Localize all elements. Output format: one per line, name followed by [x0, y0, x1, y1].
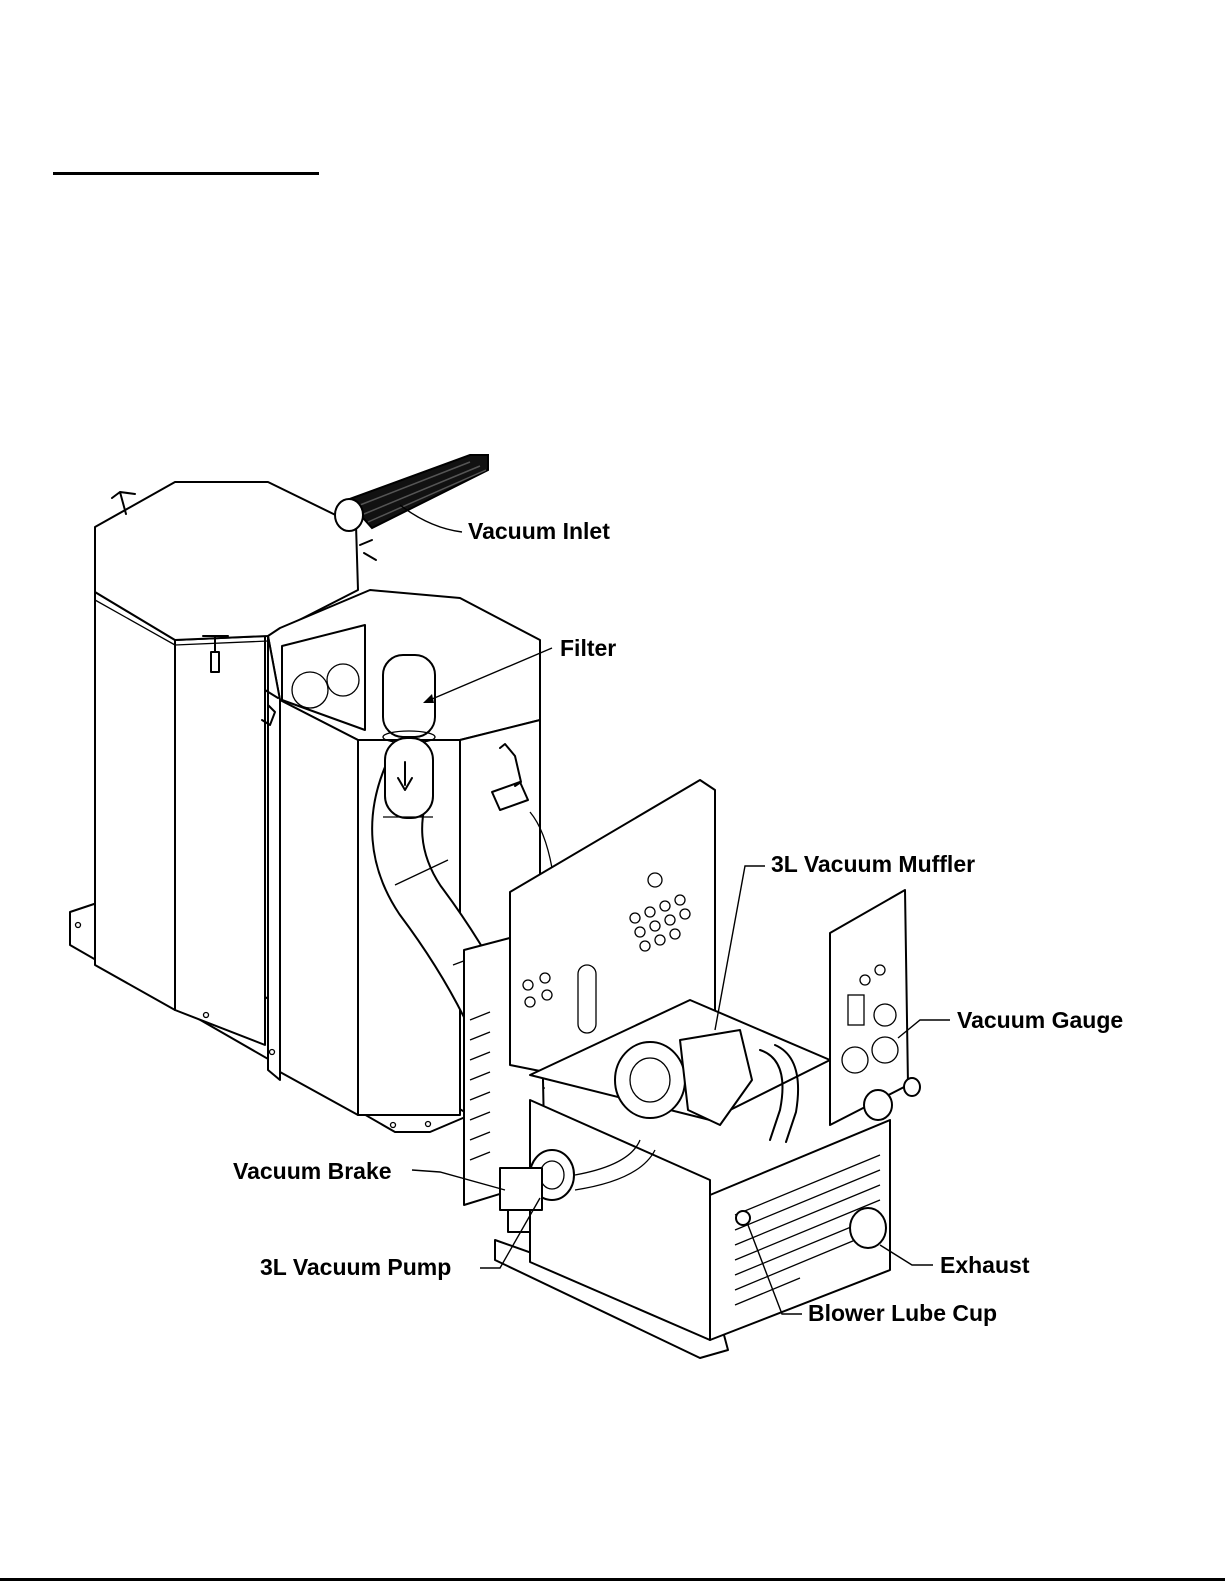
label-vacuum-inlet: Vacuum Inlet — [468, 520, 610, 543]
bottom-rule — [0, 1578, 1225, 1581]
label-3l-vacuum-pump: 3L Vacuum Pump — [260, 1256, 451, 1279]
vacuum-inlet-hose — [335, 455, 488, 531]
label-3l-vacuum-muffler: 3L Vacuum Muffler — [771, 853, 975, 876]
label-filter: Filter — [560, 637, 616, 660]
label-vacuum-gauge: Vacuum Gauge — [957, 1009, 1123, 1032]
label-exhaust: Exhaust — [940, 1254, 1029, 1277]
label-vacuum-brake: Vacuum Brake — [233, 1160, 392, 1183]
label-blower-lube-cup: Blower Lube Cup — [808, 1302, 997, 1325]
